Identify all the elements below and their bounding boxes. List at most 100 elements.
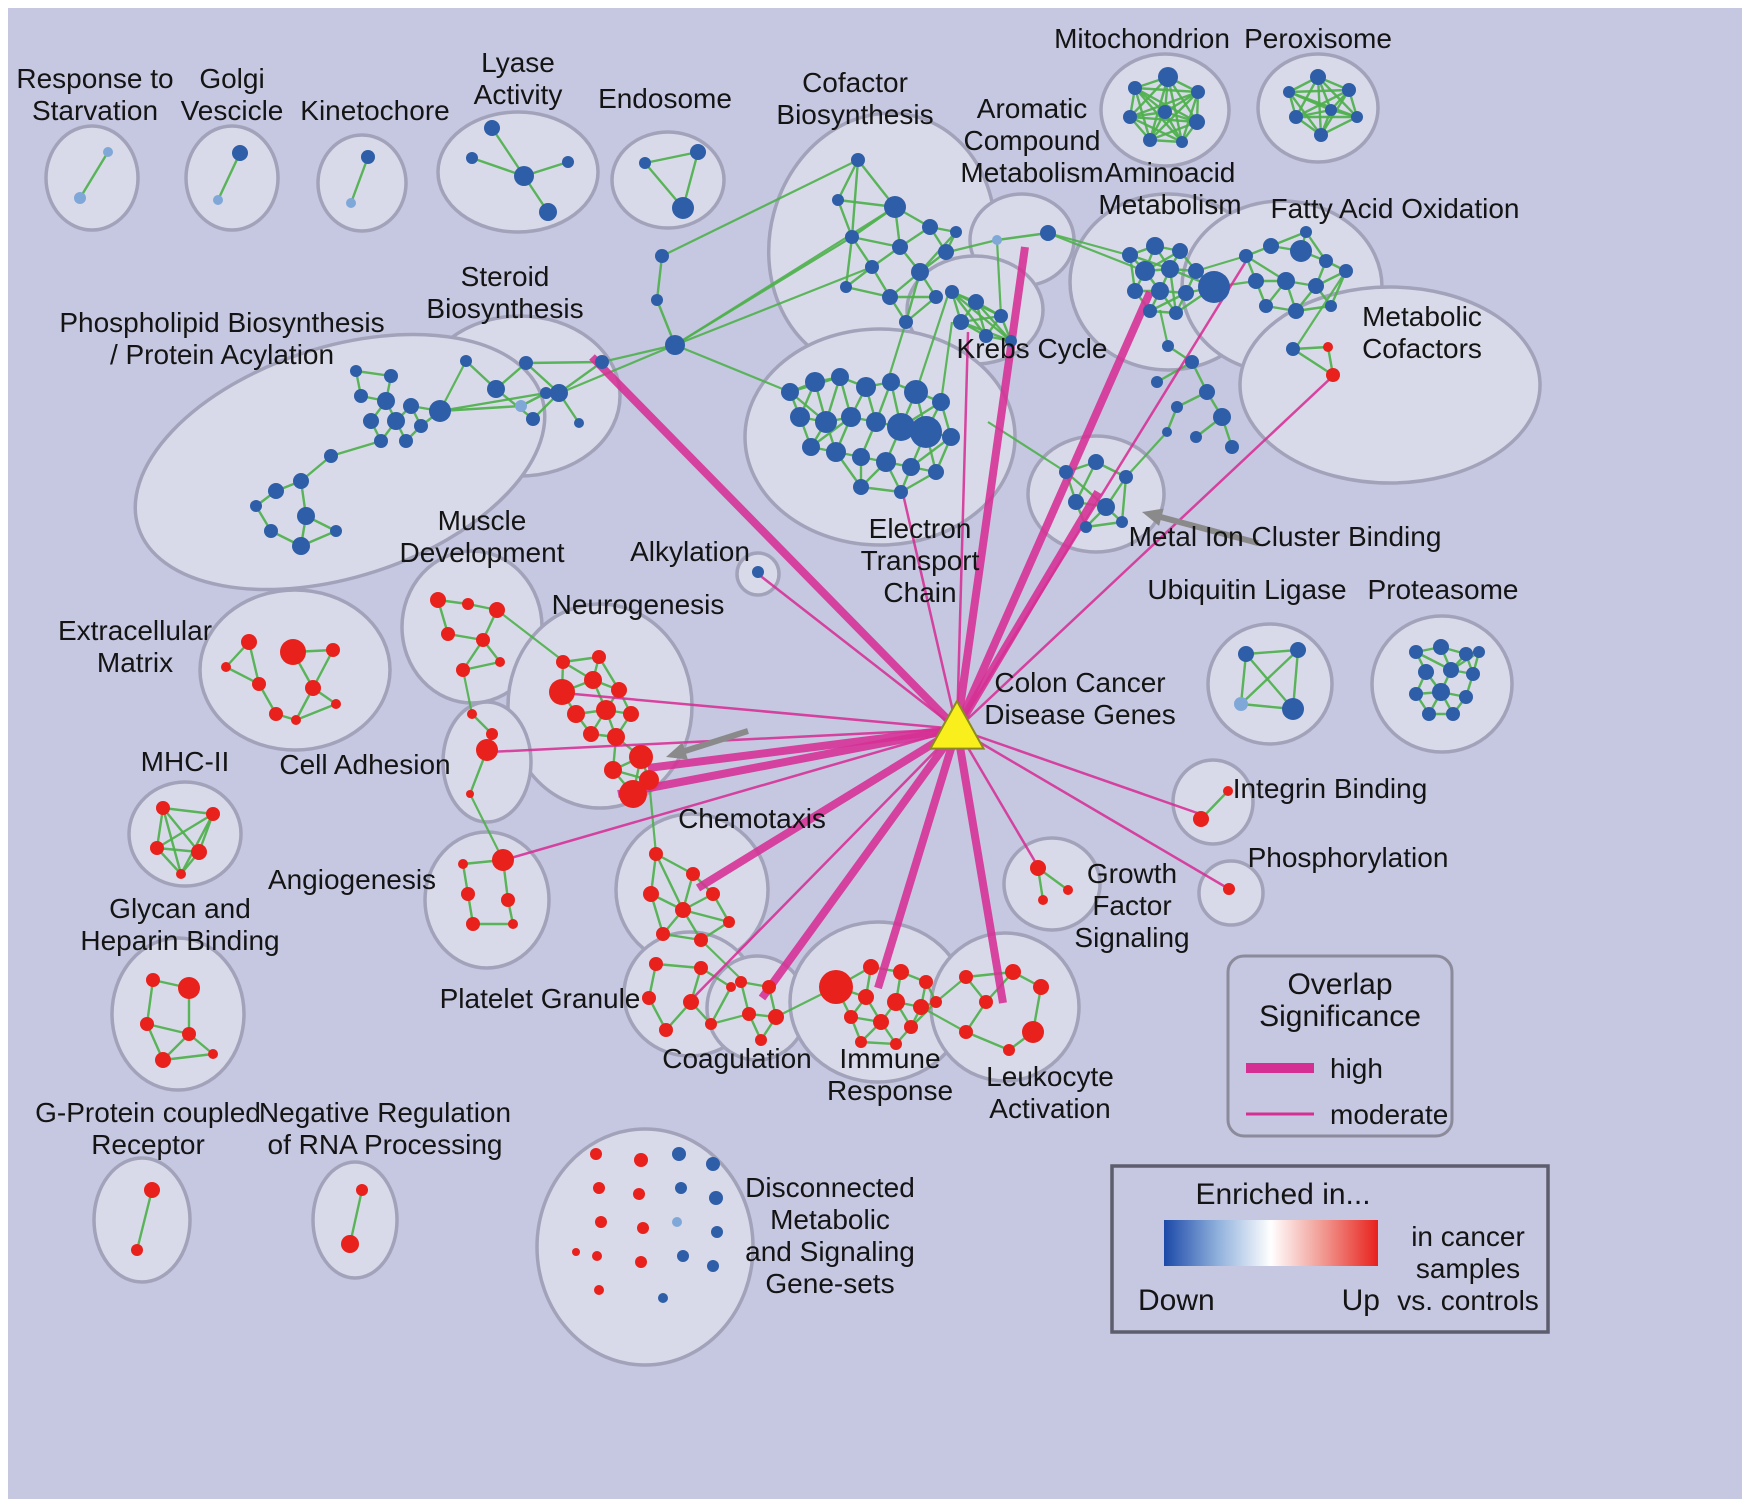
node-mhc-ii <box>191 844 207 860</box>
edge-endosome <box>644 150 699 165</box>
edge-phospholipid-biosynthesis <box>439 404 522 413</box>
node-extracellular-matrix <box>291 715 301 725</box>
node-phospholipid-biosynthesis <box>399 434 413 448</box>
node-phospholipid-biosynthesis <box>264 524 278 538</box>
node-disconnected-gene-sets <box>672 1147 686 1161</box>
edge-mhc-ii <box>179 813 215 875</box>
label-proteasome: Proteasome <box>1368 574 1519 605</box>
edge-g-protein-coupled-receptor <box>135 1189 154 1251</box>
node-angiogenesis <box>492 849 514 871</box>
node-golgi-vescicle <box>232 145 248 161</box>
cluster-cell-adhesion <box>441 700 533 824</box>
overlap-legend-box <box>1226 954 1454 1138</box>
enriched-legend-title: Enriched in... <box>1195 1178 1370 1211</box>
node-phospholipid-biosynthesis <box>297 507 315 525</box>
node-cofactor-biosynthesis <box>851 153 865 167</box>
cluster-leukocyte-activation <box>929 931 1081 1083</box>
edge-negative-regulation-rna <box>348 1189 364 1245</box>
node-electron-transport-chain <box>866 412 886 432</box>
cluster-glycan-heparin-binding <box>110 936 246 1092</box>
node-disconnected-gene-sets <box>706 1157 720 1171</box>
node-lyase-activity <box>539 203 557 221</box>
node-leukocyte-activation <box>959 1025 973 1039</box>
node-metabolic-tail <box>1185 355 1199 369</box>
node-muscle-development <box>456 663 470 677</box>
node-muscle-development <box>430 592 446 608</box>
node-proteasome <box>1422 707 1436 721</box>
node-neurogenesis <box>639 770 659 790</box>
node-glycan-heparin-binding <box>178 977 200 999</box>
edge-mitochondrion <box>1166 76 1184 143</box>
inter-cluster-edge <box>1294 270 1347 350</box>
node-phospholipid-biosynthesis <box>330 525 342 537</box>
node-chemotaxis <box>656 927 670 941</box>
cluster-g-protein-coupled-receptor <box>92 1156 192 1284</box>
node-metal-ion-cluster-binding <box>1116 516 1128 528</box>
node-fatty-acid-oxidation <box>1290 240 1312 262</box>
label-coagulation: Coagulation <box>662 1043 811 1074</box>
edge-mhc-ii <box>162 807 200 853</box>
node-mhc-ii <box>156 801 170 815</box>
edge-mitochondrion <box>1149 120 1198 142</box>
label-angiogenesis: Angiogenesis <box>268 864 436 895</box>
node-neurogenesis <box>556 655 570 669</box>
node-aromatic-compound-metabolism <box>1040 225 1056 241</box>
node-phospholipid-biosynthesis <box>324 449 338 463</box>
node-leukocyte-activation <box>1005 964 1021 980</box>
node-electron-transport-chain <box>876 452 896 472</box>
node-aminoacid-metabolism <box>1198 271 1230 303</box>
edge-mhc-ii <box>156 812 214 850</box>
edge-connector-nodes <box>655 255 664 301</box>
node-chemotaxis <box>706 887 720 901</box>
node-proteasome <box>1446 707 1460 721</box>
overlap-edge <box>757 573 958 730</box>
edge-metal-ion-cluster-binding <box>1085 520 1123 529</box>
enriched-up-label: Up <box>1342 1284 1380 1317</box>
node-electron-transport-chain <box>790 407 810 427</box>
node-immune-response <box>858 989 874 1005</box>
node-electron-transport-chain <box>826 442 846 462</box>
node-electron-transport-chain <box>882 373 900 391</box>
node-extracellular-matrix <box>305 680 321 696</box>
label-integrin-binding: Integrin Binding <box>1233 773 1428 804</box>
node-disconnected-gene-sets <box>595 1216 607 1228</box>
node-immune-response <box>887 993 905 1011</box>
node-neurogenesis <box>567 705 585 723</box>
node-proteasome <box>1418 664 1434 680</box>
node-neurogenesis <box>611 682 627 698</box>
node-electron-transport-chain <box>815 411 837 433</box>
node-phospholipid-biosynthesis <box>429 400 451 422</box>
node-kinetochore <box>361 150 375 164</box>
node-peroxisome <box>1283 86 1295 98</box>
inter-cluster-edge <box>559 343 676 395</box>
node-integrin-binding <box>1223 786 1233 796</box>
node-cell-adhesion <box>467 709 477 719</box>
node-cofactor-biosynthesis <box>892 239 908 255</box>
node-neurogenesis <box>583 726 599 742</box>
edge-platelet-granule <box>709 986 733 1025</box>
cluster-extracellular-matrix <box>198 588 392 752</box>
node-peroxisome <box>1351 111 1363 123</box>
node-glycan-heparin-binding <box>208 1049 218 1059</box>
edge-mhc-ii <box>162 806 214 816</box>
node-angiogenesis <box>466 917 480 931</box>
enriched-gradient-bar <box>1164 1220 1378 1266</box>
node-immune-response <box>819 970 853 1004</box>
node-mitochondrion <box>1128 81 1142 95</box>
node-immune-response <box>873 1014 889 1030</box>
node-angiogenesis <box>501 893 515 907</box>
node-disconnected-gene-sets <box>675 1182 687 1194</box>
node-krebs-cycle <box>953 314 969 330</box>
node-immune-response <box>890 1038 902 1050</box>
node-electron-transport-chain <box>902 458 920 476</box>
edge-peroxisome <box>1295 88 1350 119</box>
label-cell-adhesion: Cell Adhesion <box>279 749 450 780</box>
edge-mhc-ii <box>161 807 183 875</box>
node-aminoacid-metabolism <box>1172 243 1188 259</box>
node-neurogenesis <box>596 700 616 720</box>
node-metabolic-tail <box>1162 427 1172 437</box>
